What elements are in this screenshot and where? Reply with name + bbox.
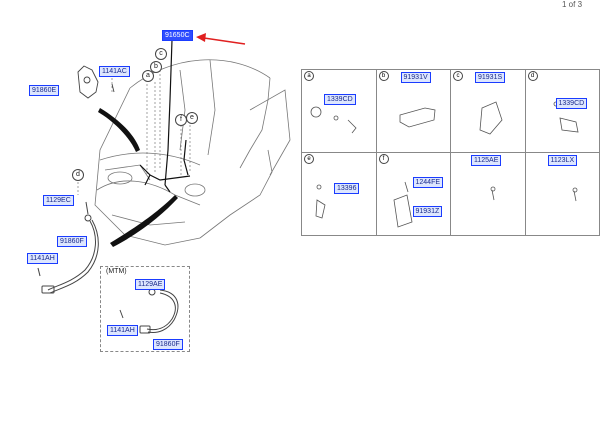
cell-letter: d bbox=[527, 71, 538, 81]
cell-letter: e bbox=[304, 154, 314, 164]
hotspot-1141ah-mtm[interactable]: 1141AH bbox=[107, 325, 138, 336]
callout-d[interactable]: d bbox=[72, 169, 84, 181]
hotspot-1125ae[interactable]: 1125AE bbox=[471, 155, 502, 166]
page-number: 1 of 3 bbox=[562, 0, 583, 9]
cable-91860f bbox=[37, 201, 99, 294]
parts-table: a 1339CD b 91931V c 91931S d 1339CD e 13… bbox=[301, 69, 600, 236]
leader-lines bbox=[77, 70, 191, 195]
cable-91860e bbox=[77, 65, 115, 99]
callout-e[interactable]: e bbox=[186, 112, 198, 124]
hotspot-13396[interactable]: 13396 bbox=[334, 183, 360, 194]
callout-a[interactable]: a bbox=[142, 70, 154, 82]
hotspot-1129ae[interactable]: 1129AE bbox=[135, 279, 166, 290]
callout-b[interactable]: b bbox=[150, 61, 162, 73]
mtm-label: (MTM) bbox=[106, 268, 127, 275]
parts-cell-g: 1125AE bbox=[450, 152, 526, 236]
hotspot-1339cd-a[interactable]: 1339CD bbox=[324, 94, 356, 105]
hotspot-1244fe[interactable]: 1244FE bbox=[412, 177, 444, 188]
hotspot-1141ac[interactable]: 1141AC bbox=[99, 66, 130, 77]
cell-letter: b bbox=[378, 71, 389, 81]
cable-mtm bbox=[119, 288, 179, 334]
hotspot-1123lx[interactable]: 1123LX bbox=[547, 155, 578, 166]
parts-cell-e: e 13396 bbox=[301, 152, 377, 236]
highlight-arrow-icon bbox=[196, 33, 246, 45]
parts-cell-a: a 1339CD bbox=[301, 69, 377, 153]
cable-swoosh-bottom bbox=[110, 195, 178, 247]
cell-letter: c bbox=[453, 71, 463, 81]
parts-cell-f: f 1244FE 91931Z bbox=[375, 152, 451, 236]
callout-c[interactable]: c bbox=[155, 48, 167, 60]
hotspot-91650c[interactable]: 91650C bbox=[162, 30, 193, 41]
parts-cell-c: c 91931S bbox=[450, 69, 526, 153]
parts-cell-h: 1123LX bbox=[524, 152, 600, 236]
hotspot-91860e[interactable]: 91860E bbox=[29, 85, 60, 96]
cable-swoosh-top bbox=[98, 108, 140, 152]
hotspot-91860f-mtm[interactable]: 91860F bbox=[153, 339, 183, 350]
mtm-box bbox=[100, 266, 190, 352]
hotspot-1129ec[interactable]: 1129EC bbox=[43, 195, 74, 206]
parts-cell-d: d 1339CD bbox=[524, 69, 600, 153]
hotspot-91931v[interactable]: 91931V bbox=[400, 72, 431, 83]
hotspot-1339cd-d[interactable]: 1339CD bbox=[555, 98, 588, 109]
wire-harness bbox=[139, 39, 191, 193]
cell-letter: f bbox=[378, 154, 389, 164]
hotspot-91931s[interactable]: 91931S bbox=[475, 72, 506, 83]
hotspot-91931z[interactable]: 91931Z bbox=[412, 206, 443, 217]
hotspot-1141ah[interactable]: 1141AH bbox=[27, 253, 58, 264]
car-body-outline bbox=[94, 59, 291, 246]
parts-cell-b: b 91931V bbox=[375, 69, 451, 153]
hotspot-91860f[interactable]: 91860F bbox=[57, 236, 87, 247]
cell-letter: a bbox=[304, 71, 314, 81]
